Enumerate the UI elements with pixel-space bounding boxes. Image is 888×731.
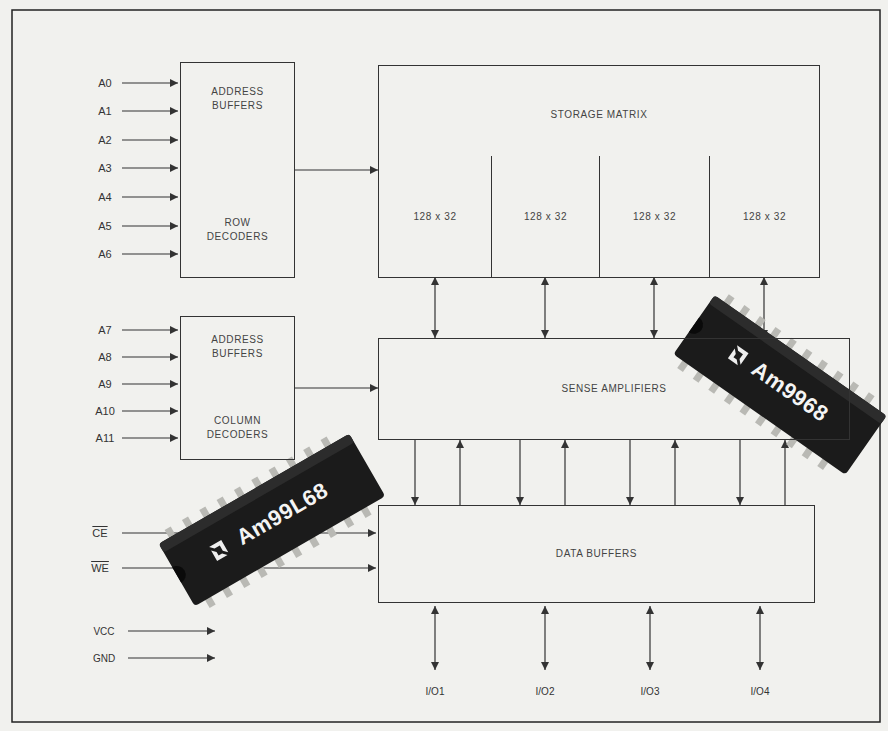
matrix-block: 128 x 32 — [491, 156, 599, 277]
io-lines — [435, 606, 760, 670]
address-pin: A9 — [98, 378, 111, 390]
box-label: 128 x 32 — [524, 210, 567, 224]
box-label: 128 x 32 — [413, 210, 456, 224]
io-pin: I/O1 — [426, 686, 445, 697]
io-pin: I/O4 — [751, 686, 770, 697]
bus-arrow — [653, 277, 654, 338]
box-label: SENSE AMPLIFIERS — [561, 382, 666, 396]
column-decoder-box: ADDRESS BUFFERS COLUMN DECODERS — [180, 316, 295, 460]
address-signal-lines — [122, 83, 178, 438]
bus-arrow — [544, 277, 545, 338]
bus-arrow — [674, 440, 675, 505]
storage-matrix-box: STORAGE MATRIX 128 x 32 128 x 32 128 x 32 12… — [378, 65, 820, 278]
address-pin: A4 — [98, 191, 111, 203]
bus-arrow — [434, 277, 435, 338]
box-label: ROW DECODERS — [199, 216, 276, 243]
bus-arrow — [564, 440, 565, 505]
bus-arrow — [295, 169, 378, 170]
box-label: ADDRESS BUFFERS — [199, 333, 276, 360]
box-label: 128 x 32 — [743, 210, 786, 224]
matrix-block: 128 x 32 — [379, 156, 491, 277]
power-pin: GND — [93, 653, 115, 664]
address-pin: A5 — [98, 220, 111, 232]
address-pin: A6 — [98, 248, 111, 260]
address-pin: A2 — [98, 134, 111, 146]
bus-arrow — [784, 440, 785, 505]
box-label: COLUMN DECODERS — [199, 414, 276, 441]
control-pin: CE — [92, 527, 107, 539]
bus-arrow — [629, 440, 630, 505]
matrix-block: 128 x 32 — [599, 156, 709, 277]
bus-arrow — [739, 440, 740, 505]
bus-arrow — [763, 277, 764, 338]
io-pin: I/O3 — [641, 686, 660, 697]
bus-arrow — [459, 440, 460, 505]
data-buffer-box: DATA BUFFERS — [378, 505, 815, 603]
chip-am99l68 — [154, 426, 390, 614]
bus-arrow — [519, 440, 520, 505]
box-label: STORAGE MATRIX — [551, 108, 648, 122]
address-pin: A3 — [98, 162, 111, 174]
power-pin: VCC — [93, 626, 114, 637]
chip-am9968 — [668, 288, 888, 482]
address-pin: A8 — [98, 351, 111, 363]
address-pin: A7 — [98, 324, 111, 336]
control-pin: WE — [91, 562, 109, 574]
address-pin: A0 — [98, 77, 111, 89]
box-label: 128 x 32 — [633, 210, 676, 224]
bus-arrow — [295, 387, 378, 388]
io-pin: I/O2 — [536, 686, 555, 697]
bus-arrow — [414, 440, 415, 505]
address-pin: A1 — [98, 105, 111, 117]
box-label: DATA BUFFERS — [556, 547, 637, 561]
address-pin: A10 — [95, 405, 115, 417]
box-label: ADDRESS BUFFERS — [199, 85, 276, 112]
row-decoder-box: ADDRESS BUFFERS ROW DECODERS — [180, 62, 295, 278]
address-pin: A11 — [96, 432, 115, 444]
matrix-block: 128 x 32 — [709, 156, 819, 277]
